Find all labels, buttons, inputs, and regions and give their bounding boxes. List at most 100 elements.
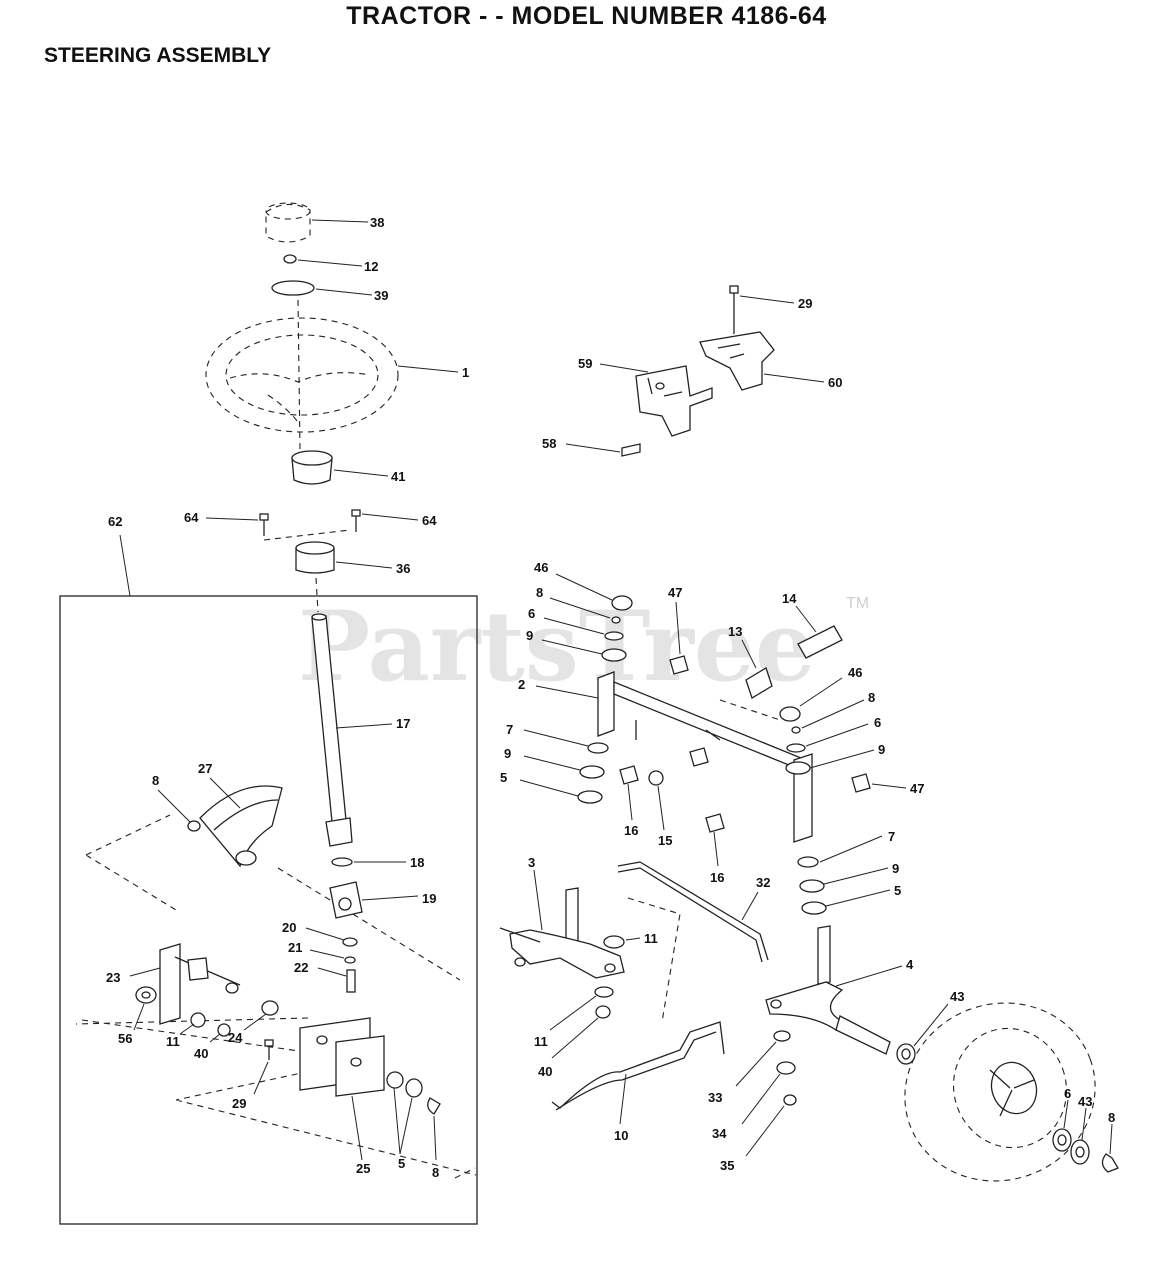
part-steering-shaft-17 xyxy=(311,577,393,847)
part-pinion-19 xyxy=(329,881,419,919)
callout-6-right: 6 xyxy=(874,715,881,730)
part-cotter-35 xyxy=(745,1094,797,1157)
part-washer-6-right xyxy=(786,723,869,753)
callout-25: 25 xyxy=(356,1161,370,1176)
part-pin-8-box xyxy=(427,1097,441,1161)
callout-8-box: 8 xyxy=(432,1165,439,1180)
callout-12: 12 xyxy=(364,259,378,274)
callout-9-right: 9 xyxy=(878,742,885,757)
callout-9-left-lower: 9 xyxy=(504,746,511,761)
callout-56: 56 xyxy=(118,1031,132,1046)
callout-41: 41 xyxy=(391,469,405,484)
part-washer-11-left xyxy=(603,935,641,949)
part-cap-46-left xyxy=(555,573,633,611)
assembly-guide-lines xyxy=(75,814,477,1179)
part-washer-18 xyxy=(331,857,406,867)
part-bolt-14 xyxy=(795,605,843,659)
part-washer-39 xyxy=(271,280,373,296)
callout-24: 24 xyxy=(228,1030,243,1045)
part-bushing-47-right xyxy=(851,773,907,793)
watermark-tm: TM xyxy=(846,595,869,612)
part-spindle-3 xyxy=(499,869,625,979)
callout-64-right: 64 xyxy=(422,513,437,528)
part-spacer-13 xyxy=(741,639,773,699)
callout-35: 35 xyxy=(720,1158,734,1173)
part-bracket-60 xyxy=(699,331,825,391)
callout-9-right-lower: 9 xyxy=(892,861,899,876)
part-bolt-64-right xyxy=(351,509,419,532)
callout-9-left: 9 xyxy=(526,628,533,643)
steering-gear-box-outline xyxy=(59,534,478,1225)
callout-62: 62 xyxy=(108,514,122,529)
part-washer-5-left xyxy=(519,779,603,804)
callout-2: 2 xyxy=(518,677,525,692)
callout-16-left: 16 xyxy=(624,823,638,838)
part-nut-40-box xyxy=(209,1023,231,1043)
part-washers-5-box xyxy=(386,1071,423,1155)
part-spindle-4 xyxy=(765,925,903,1055)
part-cap-38 xyxy=(265,202,369,243)
watermark-text: PartsTree xyxy=(298,590,816,703)
callout-58: 58 xyxy=(542,436,556,451)
part-bushing-axle-middle xyxy=(689,747,709,767)
callout-8-wheel: 8 xyxy=(1108,1110,1115,1125)
part-tie-rod-10 xyxy=(551,897,725,1125)
callout-21: 21 xyxy=(288,940,302,955)
part-hub-41 xyxy=(291,450,389,485)
callout-10: 10 xyxy=(614,1128,628,1143)
callout-7-right: 7 xyxy=(888,829,895,844)
part-bolt-22 xyxy=(317,967,356,993)
callout-7-left: 7 xyxy=(506,722,513,737)
part-washer-43-inner xyxy=(896,1003,949,1065)
part-washer-33 xyxy=(735,1030,791,1087)
callout-46-right: 46 xyxy=(848,665,862,680)
callout-labels: 38 12 39 1 41 64 64 36 62 17 27 8 18 19 … xyxy=(106,215,1115,1180)
callout-20: 20 xyxy=(282,920,296,935)
callout-34: 34 xyxy=(712,1126,727,1141)
part-washer-6-left xyxy=(543,617,624,641)
part-front-axle-2 xyxy=(535,671,813,843)
callout-32: 32 xyxy=(756,875,770,890)
callout-40-box: 40 xyxy=(194,1046,208,1061)
part-bracket-25 xyxy=(299,1017,385,1161)
callout-15: 15 xyxy=(658,833,672,848)
section-title: STEERING ASSEMBLY xyxy=(44,44,272,67)
part-bolt-15 xyxy=(648,770,665,831)
callout-5-left: 5 xyxy=(500,770,507,785)
part-nut-21 xyxy=(309,949,356,964)
part-wheel xyxy=(904,1002,1096,1182)
part-bushing-16-right xyxy=(705,813,725,867)
callout-64-left: 64 xyxy=(184,510,199,525)
callout-46-left: 46 xyxy=(534,560,548,575)
callout-8-right: 8 xyxy=(868,690,875,705)
part-adapter-36 xyxy=(263,529,393,574)
callout-17: 17 xyxy=(396,716,410,731)
part-washer-9-right xyxy=(785,749,875,775)
part-drag-link-32 xyxy=(617,861,769,963)
callout-18: 18 xyxy=(410,855,424,870)
part-washer-11-lower xyxy=(549,986,614,1031)
part-cap-46-right xyxy=(779,677,843,722)
part-washer-7-left xyxy=(523,729,609,754)
part-bolt-64-left xyxy=(205,513,269,536)
callout-40-lower: 40 xyxy=(538,1064,552,1079)
callout-36: 36 xyxy=(396,561,410,576)
part-bushing-47-left xyxy=(669,601,689,675)
callout-13: 13 xyxy=(728,624,742,639)
part-bushing-24 xyxy=(243,1000,279,1031)
callout-3: 3 xyxy=(528,855,535,870)
callout-47-right: 47 xyxy=(910,781,924,796)
callout-43-outer: 43 xyxy=(1078,1094,1092,1109)
callout-8-left: 8 xyxy=(536,585,543,600)
callout-8-gear: 8 xyxy=(152,773,159,788)
part-clip-8-wheel xyxy=(1101,1123,1119,1173)
part-nut-40-lower xyxy=(551,1005,611,1059)
part-nut-12 xyxy=(283,254,363,267)
part-washer-5-right xyxy=(801,889,891,915)
callout-39: 39 xyxy=(374,288,388,303)
callout-1: 1 xyxy=(462,365,469,380)
callout-23: 23 xyxy=(106,970,120,985)
part-steering-wheel-1 xyxy=(205,299,459,451)
part-washer-20 xyxy=(305,927,358,947)
part-washer-9-left-lower xyxy=(523,755,605,779)
